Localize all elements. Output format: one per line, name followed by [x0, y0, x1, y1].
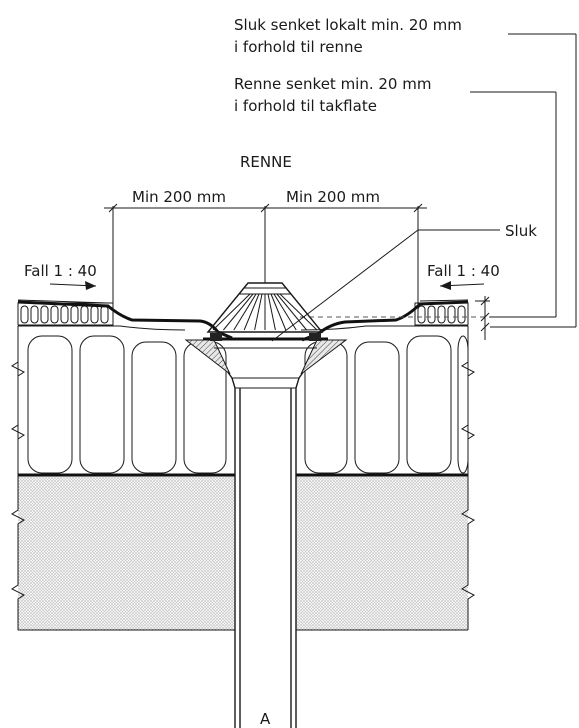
insulation-slab [457, 335, 469, 474]
fall-left-label: Fall 1 : 40 [24, 262, 97, 280]
dimension-right-label: Min 200 mm [286, 188, 380, 206]
sluk-note-line-1: Sluk senket lokalt min. 20 mm [234, 16, 462, 34]
renne-note-line-2: i forhold til takflate [234, 97, 377, 115]
strip-slab [40, 305, 49, 324]
dome-rib [243, 293, 260, 331]
strip-slab [50, 305, 59, 324]
dome-rib [273, 293, 297, 331]
strip-slab [457, 305, 466, 324]
strip-slab [30, 305, 39, 324]
dome-rib [223, 293, 254, 331]
insulation-slab [27, 335, 73, 474]
dome-rib [212, 293, 251, 331]
sluk-note-line-2: i forhold til renne [234, 38, 363, 56]
strip-slab [437, 305, 446, 324]
dome-rib [267, 293, 276, 331]
leaf-guard-dome [206, 282, 324, 333]
concrete-deck [18, 476, 468, 631]
insulation-slab [79, 335, 125, 474]
dome-rib [279, 293, 318, 331]
renne-label: RENNE [240, 153, 292, 171]
insulation-slab [354, 341, 400, 474]
dome-rib [270, 293, 287, 331]
leader-lines [271, 33, 577, 342]
drain-flange-sealant [184, 333, 348, 375]
strip-slab [427, 305, 436, 324]
dome-rib [254, 293, 263, 331]
sluk-label: Sluk [505, 222, 537, 240]
dome-rib [276, 293, 307, 331]
dimension-lines [104, 203, 427, 315]
strip-slab [60, 305, 69, 324]
fall-right-label: Fall 1 : 40 [427, 262, 500, 280]
strip-slab [447, 305, 456, 324]
dimension-left-label: Min 200 mm [132, 188, 226, 206]
insulation-slab [131, 341, 177, 474]
top-insulation-strip [17, 302, 469, 326]
dome-rib [233, 293, 257, 331]
fall-arrows [49, 281, 485, 290]
renne-note-line-1: Renne senket min. 20 mm [234, 75, 431, 93]
break-lines [11, 350, 475, 630]
strip-slab [20, 305, 29, 324]
section-mark-label: A [260, 710, 271, 728]
insulation-slab [406, 335, 452, 474]
